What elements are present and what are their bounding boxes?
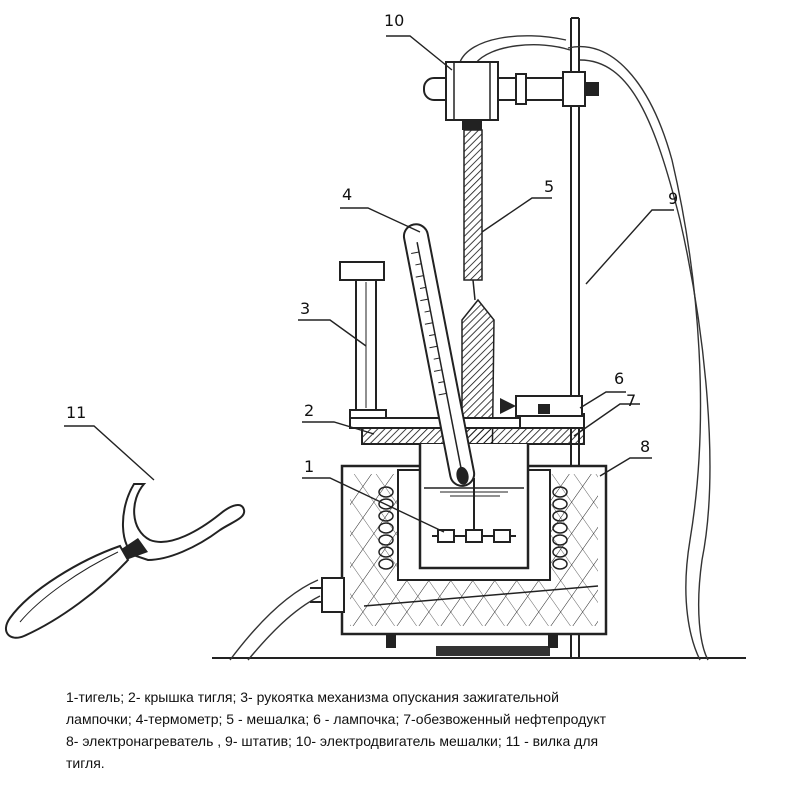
lamp-lowering-handle [339,261,387,423]
stand-base [436,646,550,656]
caption-line: 1-тигель; 2- крышка тигля; 3- рукоятка м… [66,689,559,705]
stirrer-blades [432,478,516,543]
caption-line: тигля. [66,755,105,771]
apparatus-diagram: 11 2 3 4 5 9 10 6 7 8 1 [5,11,746,661]
thermometer [402,223,476,487]
label-11: 11 [66,403,86,422]
label-2: 2 [304,401,314,420]
power-cords [229,35,711,661]
label-6: 6 [614,369,624,388]
caption-line: лампочки; 4-термометр; 5 - мешалка; 6 - … [66,711,607,727]
label-4: 4 [342,185,352,204]
label-9: 9 [668,189,678,208]
ignition-lamp [500,395,583,417]
caption-line: 8- электронагреватель , 9- штатив; 10- э… [66,733,599,749]
label-10: 10 [384,11,404,30]
crucible-fork [5,483,246,639]
label-5: 5 [544,177,554,196]
label-7: 7 [626,391,636,410]
label-3: 3 [300,299,310,318]
label-8: 8 [640,437,650,456]
leader-lines [64,35,674,533]
figure-caption: 1-тигель; 2- крышка тигля; 3- рукоятка м… [66,686,712,774]
crucible-lid [349,413,585,445]
label-1: 1 [304,457,314,476]
stirrer-motor [423,61,599,130]
